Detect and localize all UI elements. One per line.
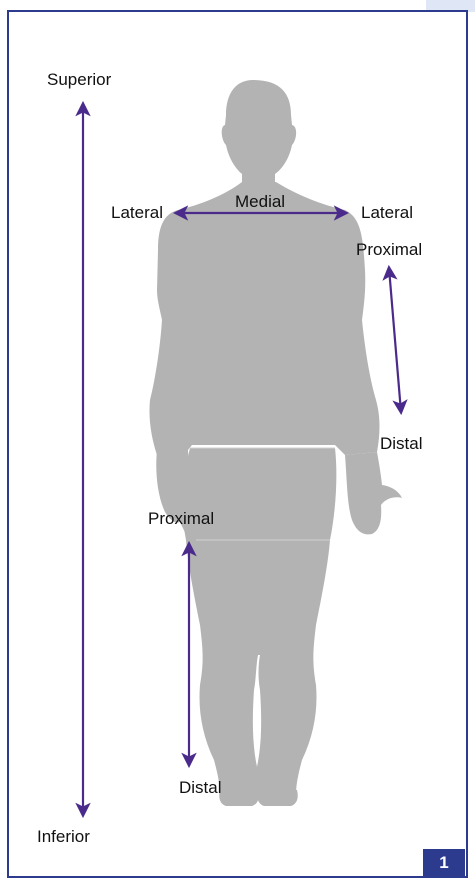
- figure-number-badge: 1: [423, 849, 465, 877]
- label-medial: Medial: [235, 193, 285, 210]
- label-inferior: Inferior: [37, 828, 90, 845]
- label-proximal-leg: Proximal: [148, 510, 214, 527]
- arm-proximal-distal-arrow: [389, 268, 401, 412]
- label-lateral-left: Lateral: [111, 204, 163, 221]
- label-superior: Superior: [47, 71, 111, 88]
- left-foot: [219, 790, 259, 806]
- right-forearm: [345, 452, 402, 534]
- label-lateral-right: Lateral: [361, 204, 413, 221]
- legs: [183, 448, 337, 795]
- label-distal-leg: Distal: [179, 779, 222, 796]
- label-distal-arm: Distal: [380, 435, 423, 452]
- head: [222, 80, 296, 192]
- label-proximal-arm: Proximal: [356, 241, 422, 258]
- right-foot: [257, 790, 298, 806]
- body-silhouette: [149, 80, 402, 806]
- torso: [149, 182, 379, 455]
